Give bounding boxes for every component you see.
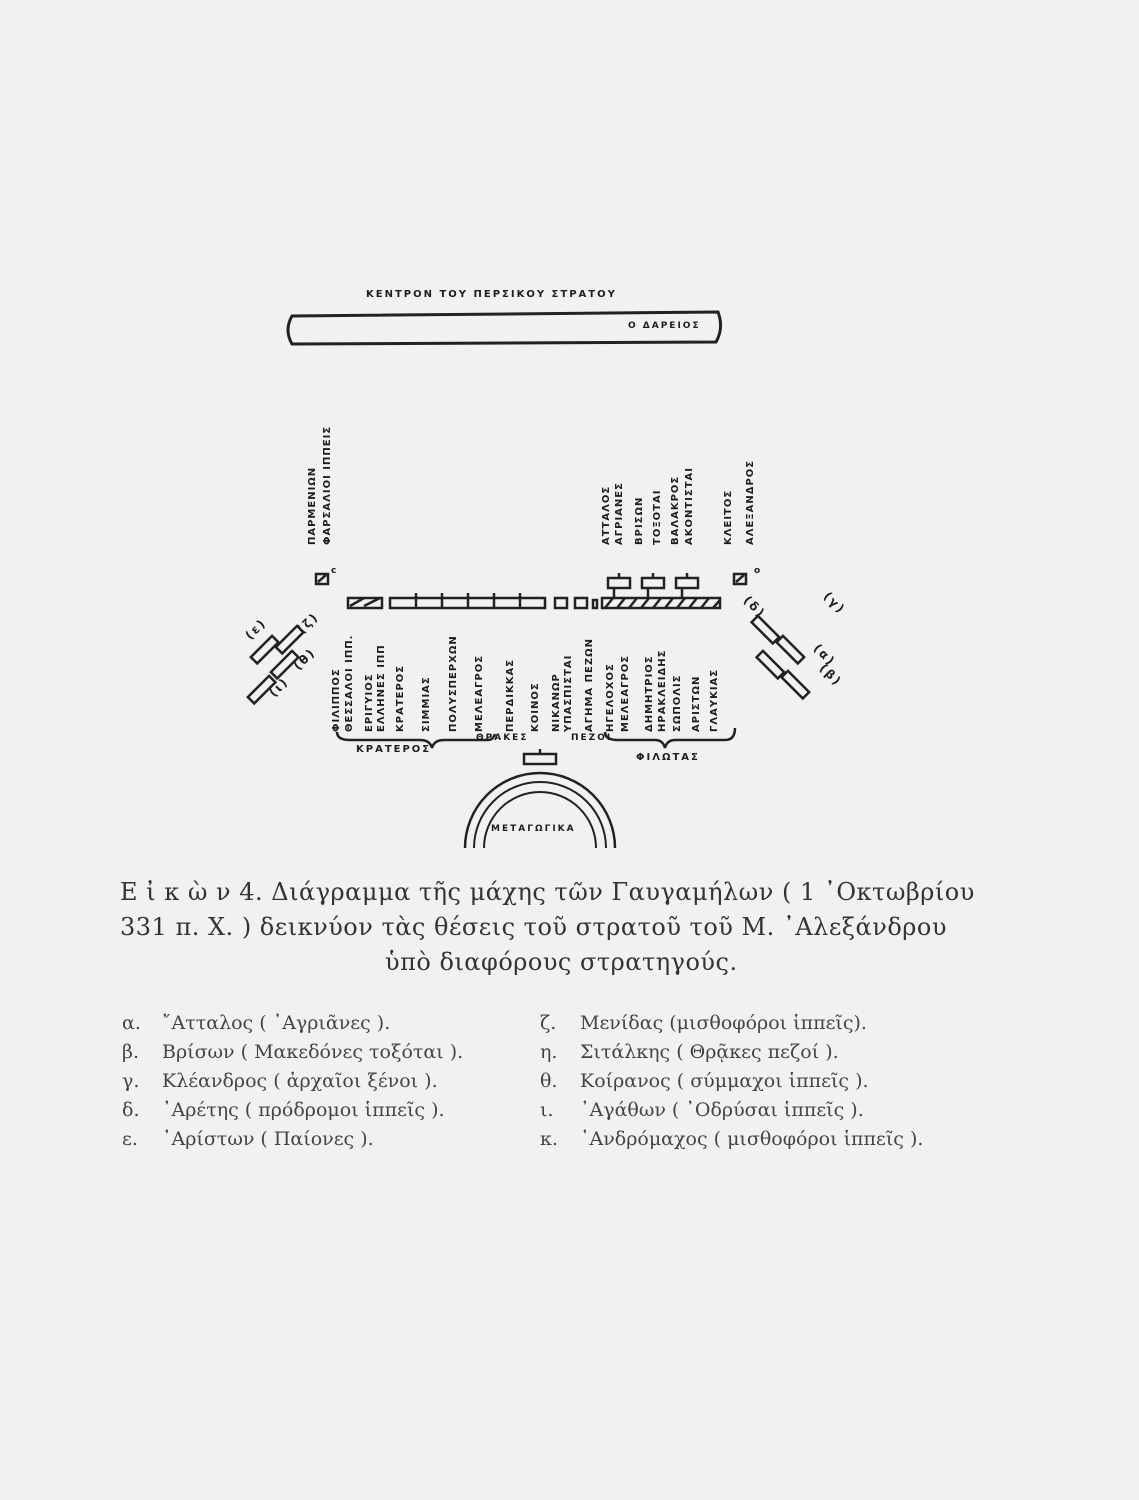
unit-label: ΑΡΙΣΤΩΝ: [691, 675, 702, 732]
legend-item: γ. Κλέανδρος ( ἀρχαῖοι ξένοι ).: [122, 1070, 438, 1092]
unit-label: ΣΩΠΟΛΙΣ: [672, 674, 683, 733]
upper-left-label: ΠΑΡΜΕΝΙΩΝ: [307, 466, 318, 545]
legend-text: ᾿Αρέτης ( πρόδρομοι ἱππεῖς ).: [162, 1099, 445, 1121]
legend-text: Σιτάλκης ( Θρᾷκες πεζοί ).: [580, 1041, 839, 1063]
unit-label: ΚΟΙΝΟΣ: [530, 682, 541, 732]
unit-label: ΝΙΚΑΝΩΡ: [551, 673, 562, 732]
darius-label: Ο ΔΑΡΕΙΟΣ: [628, 321, 701, 331]
legend-text: ῎Ατταλος ( ᾿Αγριᾶνες ).: [162, 1012, 391, 1034]
upper-right-label: ΤΟΞΟΤΑΙ: [652, 489, 663, 545]
upper-left-label: ΦΑΡΣΑΛΙΟΙ ΙΠΠΕΙΣ: [322, 425, 333, 545]
upper-right-label: ΑΓΡΙΑΝΕΣ: [614, 482, 625, 545]
baggage-label: ΜΕΤΑΓΩΓΙΚΑ: [491, 824, 576, 834]
persian-line-box: [286, 310, 723, 346]
legend-item: θ. Κοίρανος ( σύμμαχοι ἱππεῖς ).: [540, 1070, 869, 1092]
legend-item: β. Βρίσων ( Μακεδόνες τοξόται ).: [122, 1041, 463, 1063]
legend-text: ᾿Ανδρόμαχος ( μισθοφόροι ἱππεῖς ).: [580, 1128, 924, 1150]
caption-line-3: ὑπὸ διαφόρους στρατηγούς.: [385, 948, 738, 976]
legend-text: Μενίδας (μισθοφόροι ἱππεῖς).: [580, 1012, 867, 1034]
legend-text: Κλέανδρος ( ἀρχαῖοι ξένοι ).: [162, 1070, 438, 1092]
unit-label: ΕΡΙΓΥΙΟΣ: [364, 673, 375, 732]
legend-key: δ.: [122, 1099, 140, 1121]
legend-item: ι. ᾿Αγάθων ( ᾿Οδρύσαι ἱππεῖς ).: [540, 1099, 864, 1121]
upper-right-label: ΑΛΕΞΑΝΔΡΟΣ: [745, 459, 756, 545]
kraterus-label: ΚΡΑΤΕΡΟΣ: [356, 744, 432, 755]
legend-item: κ. ᾿Ανδρόμαχος ( μισθοφόροι ἱππεῖς ).: [540, 1128, 923, 1150]
unit-label: ΦΙΛΙΠΠΟΣ: [331, 668, 342, 732]
marker-c: c: [331, 566, 339, 576]
legend-text: ᾿Αρίστων ( Παίονες ).: [162, 1128, 374, 1150]
unit-label: ΜΕΛΕΑΓΡΟΣ: [474, 654, 485, 732]
unit-label: ΔΗΜΗΤΡΙΟΣ: [644, 655, 655, 732]
upper-right-label: ΒΑΛΑΚΡΟΣ: [670, 475, 681, 545]
marker-o: o: [754, 566, 763, 576]
thracians-label: ΘΡΑΚΕΣ: [476, 733, 529, 743]
unit-label: ΚΡΑΤΕΡΟΣ: [395, 664, 406, 732]
legend-text: ᾿Αγάθων ( ᾿Οδρύσαι ἱππεῖς ).: [580, 1099, 864, 1121]
legend-key: γ.: [122, 1070, 140, 1092]
legend-key: β.: [122, 1041, 140, 1063]
unit-label: ΗΓΕΛΟΧΟΣ: [605, 663, 616, 732]
philotas-label: ΦΙΛΩΤΑΣ: [636, 752, 700, 763]
unit-label: ΕΛΛΗΝΕΣ ΙΠΠ: [376, 644, 387, 732]
legend-key: ε.: [122, 1128, 138, 1150]
legend-item: δ. ᾿Αρέτης ( πρόδρομοι ἱππεῖς ).: [122, 1099, 445, 1121]
upper-right-label: ΑΤΤΑΛΟΣ: [601, 485, 612, 545]
unit-label: ΘΕΣΣΑΛΟΙ ΙΠΠ.: [344, 634, 355, 732]
unit-label: ΠΟΛΥΣΠΕΡΧΩΝ: [448, 635, 459, 732]
upper-right-label: ΚΛΕΙΤΟΣ: [723, 489, 734, 545]
legend-key: ι.: [540, 1099, 554, 1121]
legend-key: α.: [122, 1012, 141, 1034]
legend-item: ζ. Μενίδας (μισθοφόροι ἱππεῖς).: [540, 1012, 867, 1034]
legend-key: κ.: [540, 1128, 558, 1150]
unit-label: ΠΕΡΔΙΚΚΑΣ: [505, 658, 516, 732]
legend-key: θ.: [540, 1070, 558, 1092]
caption-line-1: Ε ἰ κ ὼ ν 4. Διάγραμμα τῆς μάχης τῶν Γαυ…: [120, 878, 975, 906]
unit-label: ΓΛΑΥΚΙΑΣ: [709, 668, 720, 732]
infantry-label: ΠΕΖΟΙ: [571, 733, 613, 743]
upper-right-label: ΑΚΟΝΤΙΣΤΑΙ: [684, 466, 695, 545]
front-line-units: [246, 572, 811, 849]
persian-center-label: ΚΕΝΤΡΟΝ ΤΟΥ ΠΕΡΣΙΚΟΥ ΣΤΡΑΤΟΥ: [366, 289, 617, 300]
unit-label: ΜΕΛΕΑΓΡΟΣ: [620, 654, 631, 732]
upper-right-label: ΒΡΙΣΩΝ: [634, 496, 645, 545]
legend-text: Κοίρανος ( σύμμαχοι ἱππεῖς ).: [580, 1070, 869, 1092]
unit-label: ΥΠΑΣΠΙΣΤΑΙ: [563, 654, 574, 732]
legend-text: Βρίσων ( Μακεδόνες τοξόται ).: [162, 1041, 464, 1063]
unit-label: ΗΡΑΚΛΕΙΔΗΣ: [657, 649, 668, 732]
caption-line-2: 331 π. Χ. ) δεικνύον τὰς θέσεις τοῦ στρα…: [120, 913, 947, 941]
legend-key: ζ.: [540, 1012, 557, 1034]
legend-key: η.: [540, 1041, 558, 1063]
legend-item: η. Σιτάλκης ( Θρᾷκες πεζοί ).: [540, 1041, 839, 1063]
legend-item: ε. ᾿Αρίστων ( Παίονες ).: [122, 1128, 374, 1150]
legend-item: α. ῎Ατταλος ( ᾿Αγριᾶνες ).: [122, 1012, 390, 1034]
unit-label: ΣΙΜΜΙΑΣ: [421, 676, 432, 732]
unit-label: ΑΓΗΜΑ ΠΕΖΩΝ: [584, 638, 595, 732]
